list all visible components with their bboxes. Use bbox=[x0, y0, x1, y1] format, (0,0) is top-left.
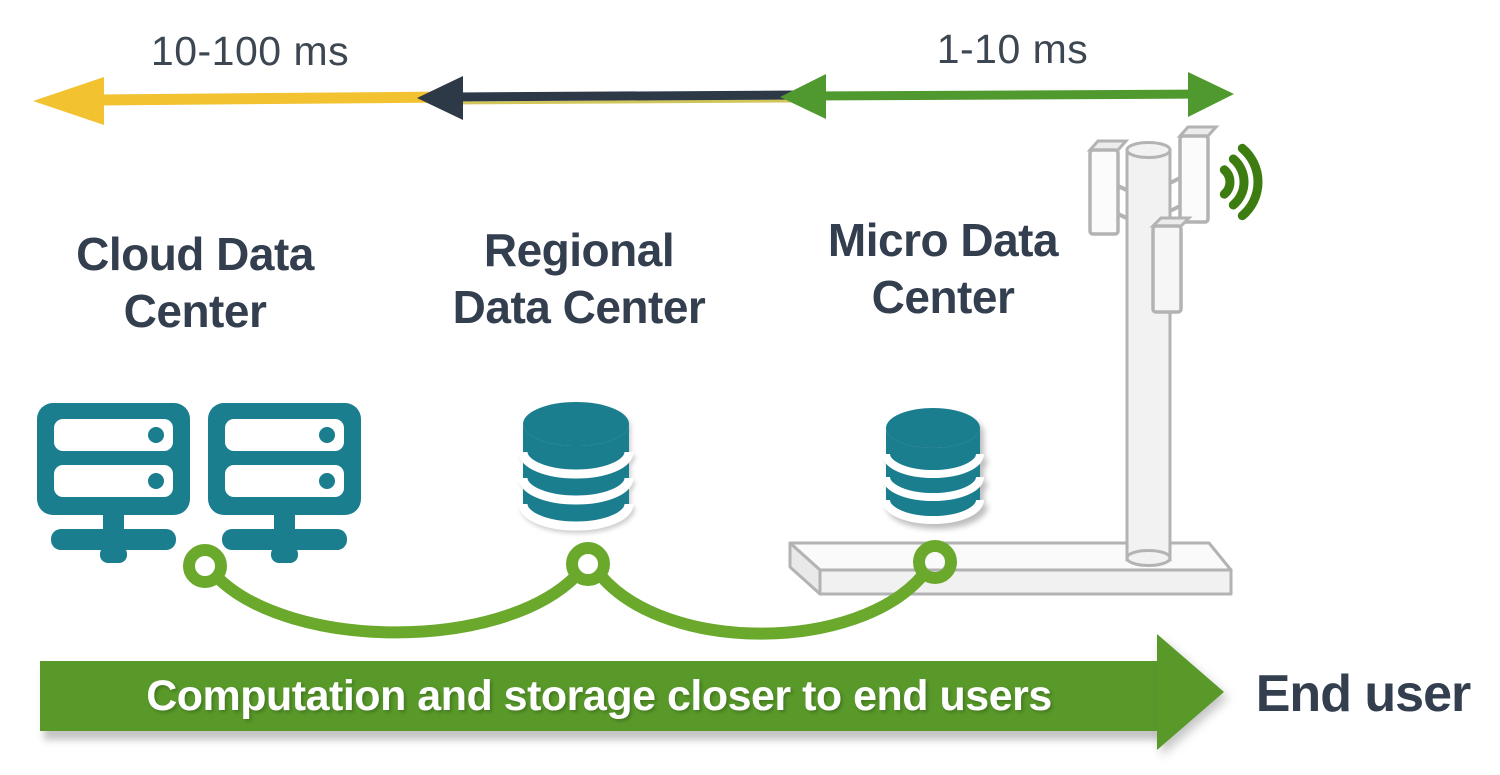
database-icon-regional bbox=[518, 402, 634, 531]
cloud-data-center-title: Cloud Data Center bbox=[35, 226, 355, 340]
regional-data-center-title: Regional Data Center bbox=[418, 222, 740, 336]
server-rack-icon bbox=[37, 403, 361, 563]
cell-tower-icon bbox=[1086, 125, 1220, 567]
regional-title-line1: Regional bbox=[483, 224, 675, 276]
latency-arrows bbox=[33, 72, 1234, 125]
radio-signal-icon bbox=[1219, 143, 1263, 221]
edge-latency-label: 1-10 ms bbox=[936, 26, 1089, 72]
regional-title-line2: Data Center bbox=[452, 281, 706, 333]
wan-latency-label: 10-100 ms bbox=[150, 28, 350, 74]
computation-storage-banner: Computation and storage closer to end us… bbox=[40, 661, 1158, 731]
micro-data-center-title: Micro Data Center bbox=[788, 212, 1098, 326]
cloud-title-line1: Cloud Data bbox=[76, 228, 314, 280]
wan-latency-arrow-icon bbox=[33, 76, 799, 125]
micro-title-line1: Micro Data bbox=[827, 214, 1059, 266]
micro-title-line2: Center bbox=[871, 271, 1015, 323]
cloud-title-line2: Center bbox=[123, 285, 267, 337]
looping-cable-icon bbox=[183, 540, 957, 640]
database-icon-micro bbox=[882, 408, 984, 524]
banner-label: Computation and storage closer to end us… bbox=[146, 671, 1052, 720]
edge-latency-arrow-icon bbox=[780, 72, 1234, 119]
end-user-label: End user bbox=[1255, 665, 1472, 723]
